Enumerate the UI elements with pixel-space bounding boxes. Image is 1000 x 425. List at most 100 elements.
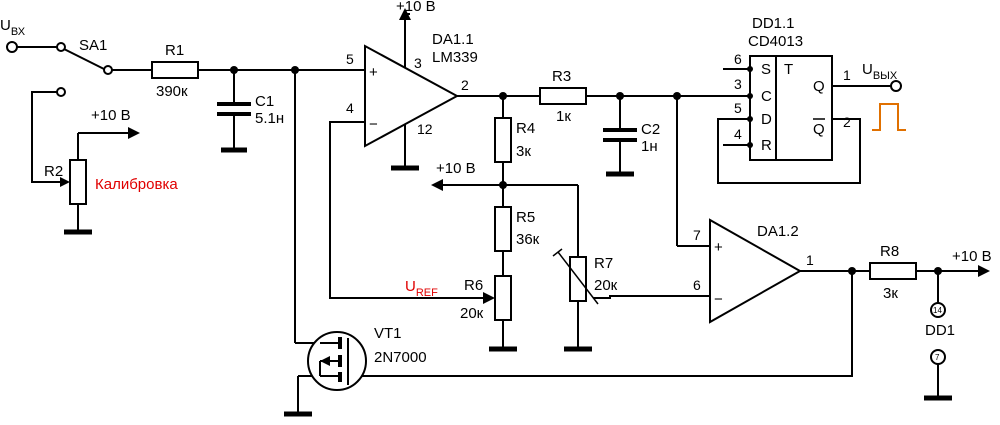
r8-resistor bbox=[869, 262, 917, 280]
dd11-pin-r: R bbox=[761, 137, 772, 154]
supply-arrow bbox=[399, 8, 411, 20]
switch-contact-common bbox=[103, 65, 113, 75]
c2-value: 1н bbox=[641, 138, 658, 155]
supply-arrow bbox=[128, 127, 140, 139]
da12-minus-sign: − bbox=[714, 291, 723, 308]
dd11-pin5: 5 bbox=[734, 100, 742, 116]
r2-label: R2 bbox=[44, 163, 63, 180]
output-label: UВЫХ bbox=[862, 61, 898, 82]
output-terminal bbox=[890, 80, 902, 92]
r2-wiper-arrow bbox=[60, 177, 70, 187]
dd11-pin1: 1 bbox=[843, 67, 851, 83]
dd11-flipflop bbox=[749, 55, 833, 161]
da12-comparator bbox=[709, 218, 803, 324]
r2-calibration-label: Калибровка bbox=[95, 176, 178, 193]
wire bbox=[717, 118, 861, 184]
r6-resistor bbox=[494, 275, 512, 321]
r1-value: 390к bbox=[156, 83, 188, 100]
da12-pin1: 1 bbox=[806, 252, 814, 268]
dd1-pin14: 14 bbox=[933, 306, 942, 315]
r3-resistor bbox=[539, 87, 587, 105]
dd11-pin2: 2 bbox=[843, 114, 851, 130]
pulse-waveform-icon bbox=[872, 103, 906, 131]
dd11-pin6: 6 bbox=[734, 51, 742, 67]
da11-pin2: 2 bbox=[461, 77, 469, 93]
dd1-label: DD1 bbox=[925, 322, 955, 339]
c1-value: 5.1н bbox=[255, 110, 284, 127]
r6-value: 20к bbox=[460, 305, 484, 322]
da11-minus-sign: − bbox=[369, 116, 378, 133]
da12-label: DA1.2 bbox=[757, 223, 799, 240]
r1-resistor bbox=[151, 61, 199, 79]
da11-label: DA1.1 bbox=[432, 31, 474, 48]
r5-value: 36к bbox=[516, 231, 540, 248]
vt1-label: VT1 bbox=[374, 325, 402, 342]
r8-supply-label: +10 В bbox=[952, 248, 992, 265]
r7-trim-line bbox=[557, 251, 599, 305]
pin-dot bbox=[747, 142, 753, 148]
da11-pin3: 3 bbox=[414, 55, 422, 71]
r4-resistor bbox=[494, 117, 512, 163]
dd11-pin-c: C bbox=[761, 88, 772, 105]
dd1-pin7: 7 bbox=[935, 353, 940, 362]
wire bbox=[298, 271, 853, 377]
r4-value: 3к bbox=[516, 143, 531, 160]
vt1-arrow bbox=[320, 356, 330, 366]
dd11-label: DD1.1 bbox=[752, 15, 795, 32]
wire bbox=[593, 295, 710, 299]
pin-dot bbox=[747, 93, 753, 99]
r8-label: R8 bbox=[880, 243, 899, 260]
r4-label: R4 bbox=[516, 120, 535, 137]
da11-pin5: 5 bbox=[346, 51, 354, 67]
divider-supply-label: +10 В bbox=[436, 160, 476, 177]
da12-pin6: 6 bbox=[693, 277, 701, 293]
da11-plus-sign: + bbox=[369, 64, 378, 81]
wire bbox=[329, 121, 485, 299]
dd11-pin4: 4 bbox=[734, 126, 742, 142]
switch-blade bbox=[63, 48, 105, 70]
input-label: UВХ bbox=[0, 17, 26, 38]
pin-dot bbox=[747, 66, 753, 72]
dd11-pin-qn: Q bbox=[813, 121, 825, 138]
r3-value: 1к bbox=[556, 108, 571, 125]
da12-pin7: 7 bbox=[693, 227, 701, 243]
dd1-pin14-marker bbox=[930, 302, 946, 318]
da11-supply-label: +10 В bbox=[396, 0, 436, 15]
dd11-pin-s: S bbox=[761, 61, 771, 78]
r8-value: 3к bbox=[883, 285, 898, 302]
dd11-pin3: 3 bbox=[734, 76, 742, 92]
r3-label: R3 bbox=[552, 68, 571, 85]
da11-pin4: 4 bbox=[346, 100, 354, 116]
r7-value: 20к bbox=[594, 277, 618, 294]
r1-label: R1 bbox=[165, 42, 184, 59]
ref-arrow bbox=[483, 292, 495, 304]
r5-label: R5 bbox=[516, 209, 535, 226]
r7-label: R7 bbox=[594, 255, 613, 272]
wire bbox=[31, 91, 65, 183]
c1-label: C1 bbox=[255, 93, 274, 110]
da11-part: LM339 bbox=[432, 49, 478, 66]
uref-label: UREF bbox=[405, 278, 438, 299]
dd11-pin-t: T bbox=[784, 61, 793, 78]
da11-pin12: 12 bbox=[417, 121, 433, 137]
supply-arrow bbox=[978, 265, 990, 277]
vt1-part: 2N7000 bbox=[374, 349, 427, 366]
r6-label: R6 bbox=[464, 277, 483, 294]
sa1-label: SA1 bbox=[79, 37, 107, 54]
r7-trim-tick bbox=[552, 248, 563, 257]
switch-contact-input bbox=[56, 42, 66, 52]
da12-plus-sign: + bbox=[714, 239, 723, 256]
r5-resistor bbox=[494, 206, 512, 252]
supply-arrow bbox=[431, 179, 443, 191]
pin-dot bbox=[747, 116, 753, 122]
dd11-pin-d: D bbox=[761, 111, 772, 128]
input-terminal bbox=[6, 41, 18, 53]
r2-resistor bbox=[69, 159, 87, 205]
dd11-part: CD4013 bbox=[748, 33, 803, 50]
da11-comparator bbox=[364, 44, 460, 148]
c2-label: C2 bbox=[641, 121, 660, 138]
dd11-pin-q: Q bbox=[813, 78, 825, 95]
r2-supply-label: +10 В bbox=[91, 107, 131, 124]
switch-contact-cal bbox=[56, 87, 66, 97]
